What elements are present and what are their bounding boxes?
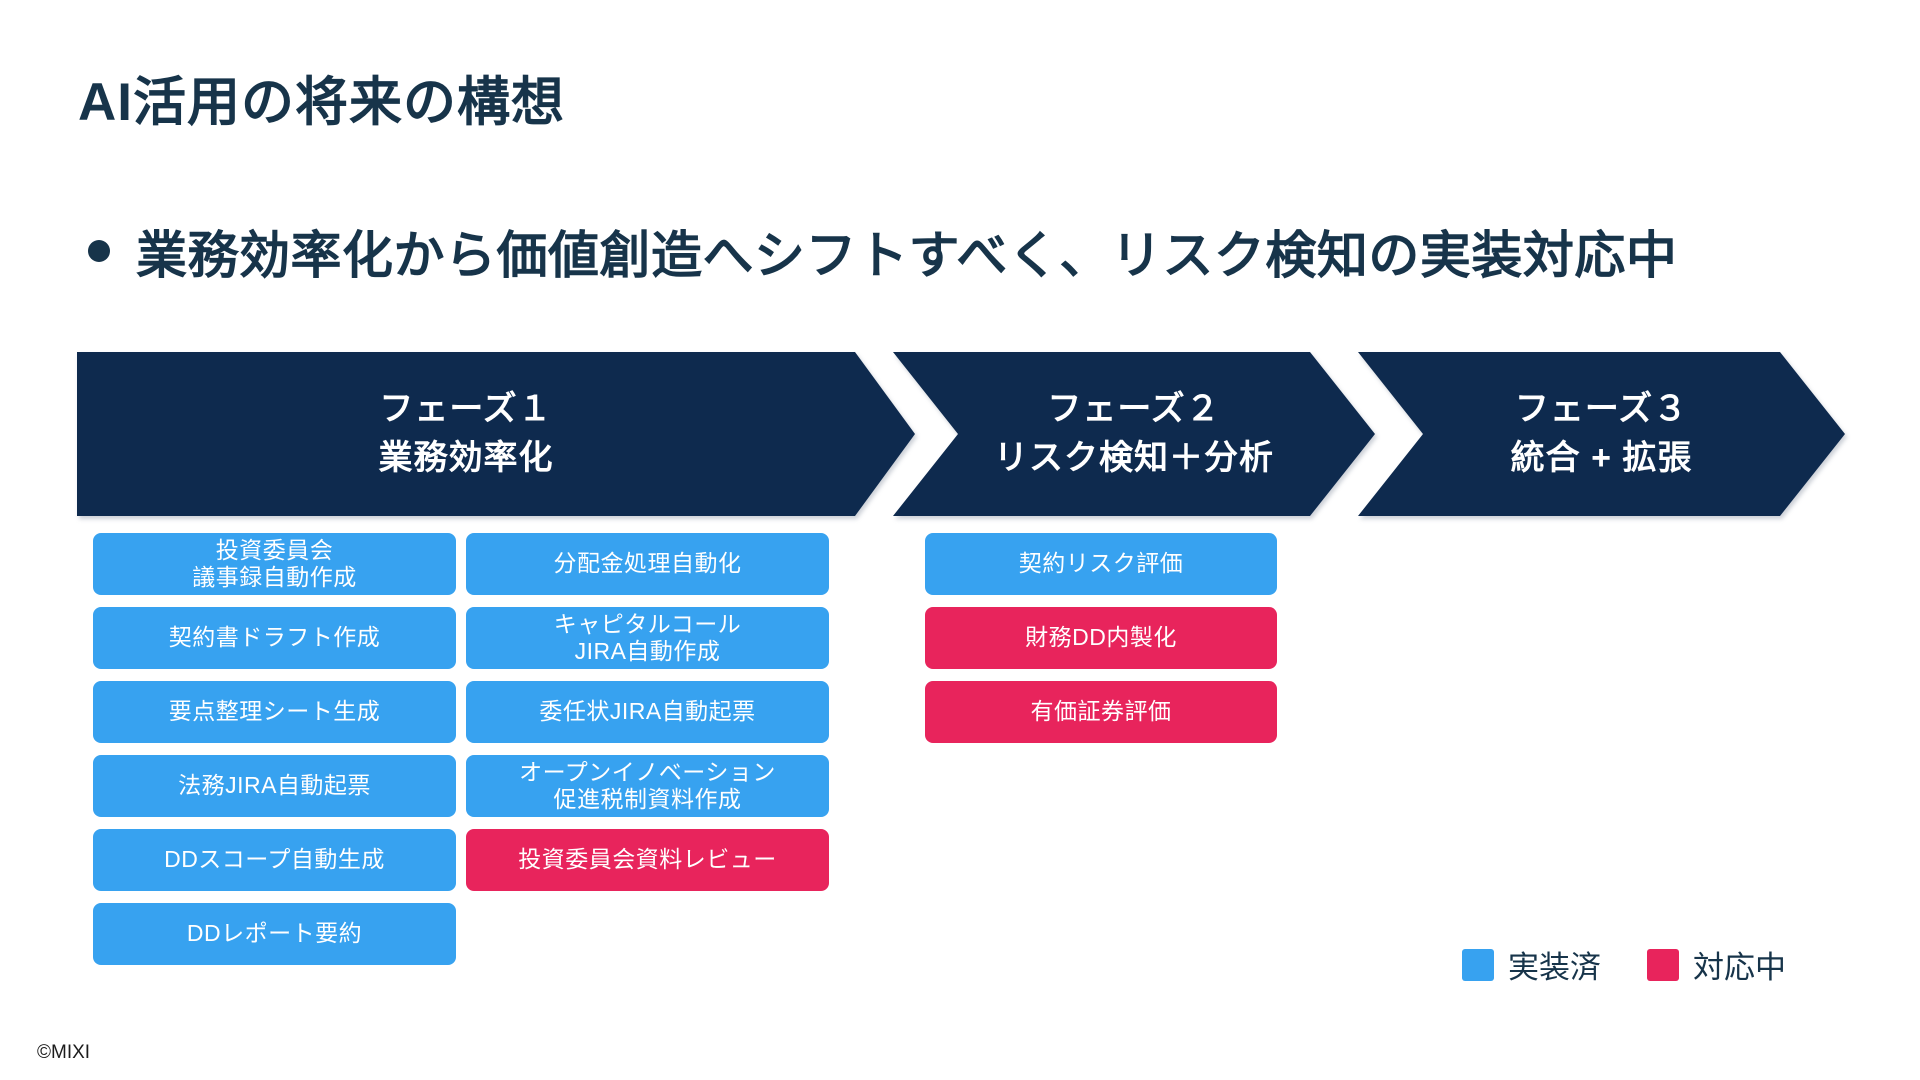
legend-group-done: 実装済	[1462, 942, 1601, 987]
task-box-committee-material-review: 投資委員会資料レビュー	[466, 829, 829, 891]
legend-group-working: 対応中	[1647, 942, 1786, 987]
task-box-financial-dd: 財務DD内製化	[925, 607, 1277, 669]
task-box-securities-valuation: 有価証券評価	[925, 681, 1277, 743]
task-box-capital-call-jira: キャピタルコール JIRA自動作成	[466, 607, 829, 669]
task-box-contract-risk: 契約リスク評価	[925, 533, 1277, 595]
phase-arrow-1: フェーズ１ 業務効率化	[77, 352, 915, 516]
phase-arrow-3-body: フェーズ３ 統合 + 拡張	[1358, 352, 1845, 516]
task-box-contract-draft: 契約書ドラフト作成	[93, 607, 456, 669]
phase-arrow-1-body: フェーズ１ 業務効率化	[77, 352, 915, 516]
legend-swatch-working	[1647, 948, 1679, 981]
phase-arrow-2-body: フェーズ２ リスク検知＋分析	[893, 352, 1375, 516]
task-box-investment-committee-minutes: 投資委員会 議事録自動作成	[93, 533, 456, 595]
page-title: AI活用の将来の構想	[78, 73, 565, 132]
phase-1-title: フェーズ１	[379, 389, 553, 428]
phase-2-subtitle: リスク検知＋分析	[994, 439, 1274, 477]
task-box-proxy-jira: 委任状JIRA自動起票	[466, 681, 829, 743]
bullet-text: 業務効率化から価値創造へシフトすべく、リスク検知の実装対応中	[136, 227, 1678, 284]
phase-2-title: フェーズ２	[1047, 389, 1221, 428]
phase2-task-column: 契約リスク評価 財務DD内製化 有価証券評価	[925, 533, 1277, 743]
bullet-point: 業務効率化から価値創造へシフトすべく、リスク検知の実装対応中	[88, 214, 1677, 288]
task-box-dd-scope: DDスコープ自動生成	[93, 829, 456, 891]
footer-copyright: ©MIXI	[37, 1042, 91, 1063]
bullet-dot-icon	[88, 240, 110, 262]
phase-arrow-3: フェーズ３ 統合 + 拡張	[1358, 352, 1845, 516]
phase-3-title: フェーズ３	[1514, 389, 1689, 428]
phase1-task-column-1: 投資委員会 議事録自動作成 契約書ドラフト作成 要点整理シート生成 法務JIRA…	[93, 533, 456, 965]
task-box-key-points-sheet: 要点整理シート生成	[93, 681, 456, 743]
task-box-legal-jira: 法務JIRA自動起票	[93, 755, 456, 817]
phase-arrow-2: フェーズ２ リスク検知＋分析	[893, 352, 1375, 516]
phase1-task-column-2: 分配金処理自動化 キャピタルコール JIRA自動作成 委任状JIRA自動起票 オ…	[466, 533, 829, 891]
task-box-distribution-processing: 分配金処理自動化	[466, 533, 829, 595]
phase-3-subtitle: 統合 + 拡張	[1510, 439, 1693, 477]
task-box-dd-report-summary: DDレポート要約	[93, 903, 456, 965]
legend-label-working: 対応中	[1693, 950, 1786, 985]
legend: 実装済 対応中	[1462, 942, 1786, 987]
legend-label-done: 実装済	[1508, 950, 1601, 985]
legend-swatch-done	[1462, 948, 1494, 981]
phase-1-subtitle: 業務効率化	[378, 439, 554, 477]
task-box-open-innovation-tax: オープンイノベーション 促進税制資料作成	[466, 755, 829, 817]
